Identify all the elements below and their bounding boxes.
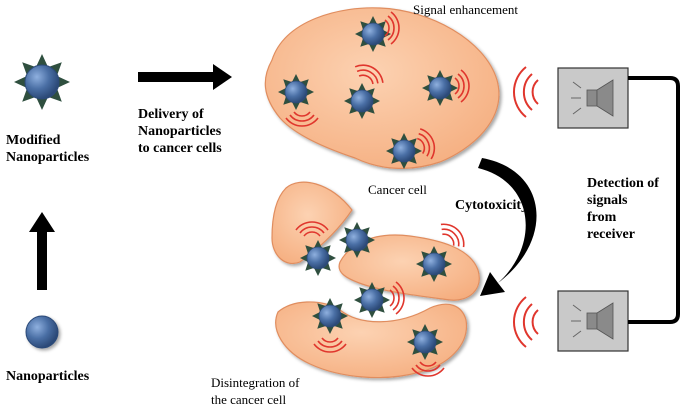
modified-nanoparticles-label: Modified Nanoparticles (6, 133, 90, 165)
modified-nanoparticle-icon (13, 53, 71, 111)
nanoparticle-icon (343, 82, 381, 120)
signal-enhancement-label: Signal enhancement (413, 2, 519, 17)
disintegration-label: Disintegration of the cancer cell (211, 375, 300, 405)
nanoparticle-icon (421, 69, 459, 107)
speaker-icon (557, 67, 629, 129)
nanoparticle-icon (406, 323, 444, 361)
signal-wave-icon (512, 296, 539, 348)
nanoparticle-icon (311, 297, 349, 335)
nanoparticle-icon (277, 73, 315, 111)
cytotoxicity-label: Cytotoxicity (455, 198, 529, 213)
receiver-bracket (628, 76, 680, 324)
nanoparticle-icon (299, 239, 337, 277)
cancer-cell (264, 7, 500, 169)
cancer-cell-label: Cancer cell (368, 182, 427, 197)
nanoparticle-icon (338, 221, 376, 259)
detection-label: Detection of signals from receiver (587, 176, 659, 242)
cell-fragment-right (338, 234, 480, 301)
nanoparticle-icon (415, 245, 453, 283)
speaker-icon (557, 290, 629, 352)
nanoparticle-icon (385, 132, 423, 170)
cytotoxicity-arrow (478, 158, 537, 296)
nanoparticle-icon (353, 281, 391, 319)
delivery-arrow (138, 64, 232, 90)
delivery-label: Delivery of Nanoparticles to cancer cell… (138, 107, 222, 156)
up-arrow (29, 212, 55, 290)
signal-wave-icon (512, 66, 539, 118)
nanoparticles-label: Nanoparticles (6, 369, 90, 384)
nanoparticle-icon (25, 315, 59, 349)
